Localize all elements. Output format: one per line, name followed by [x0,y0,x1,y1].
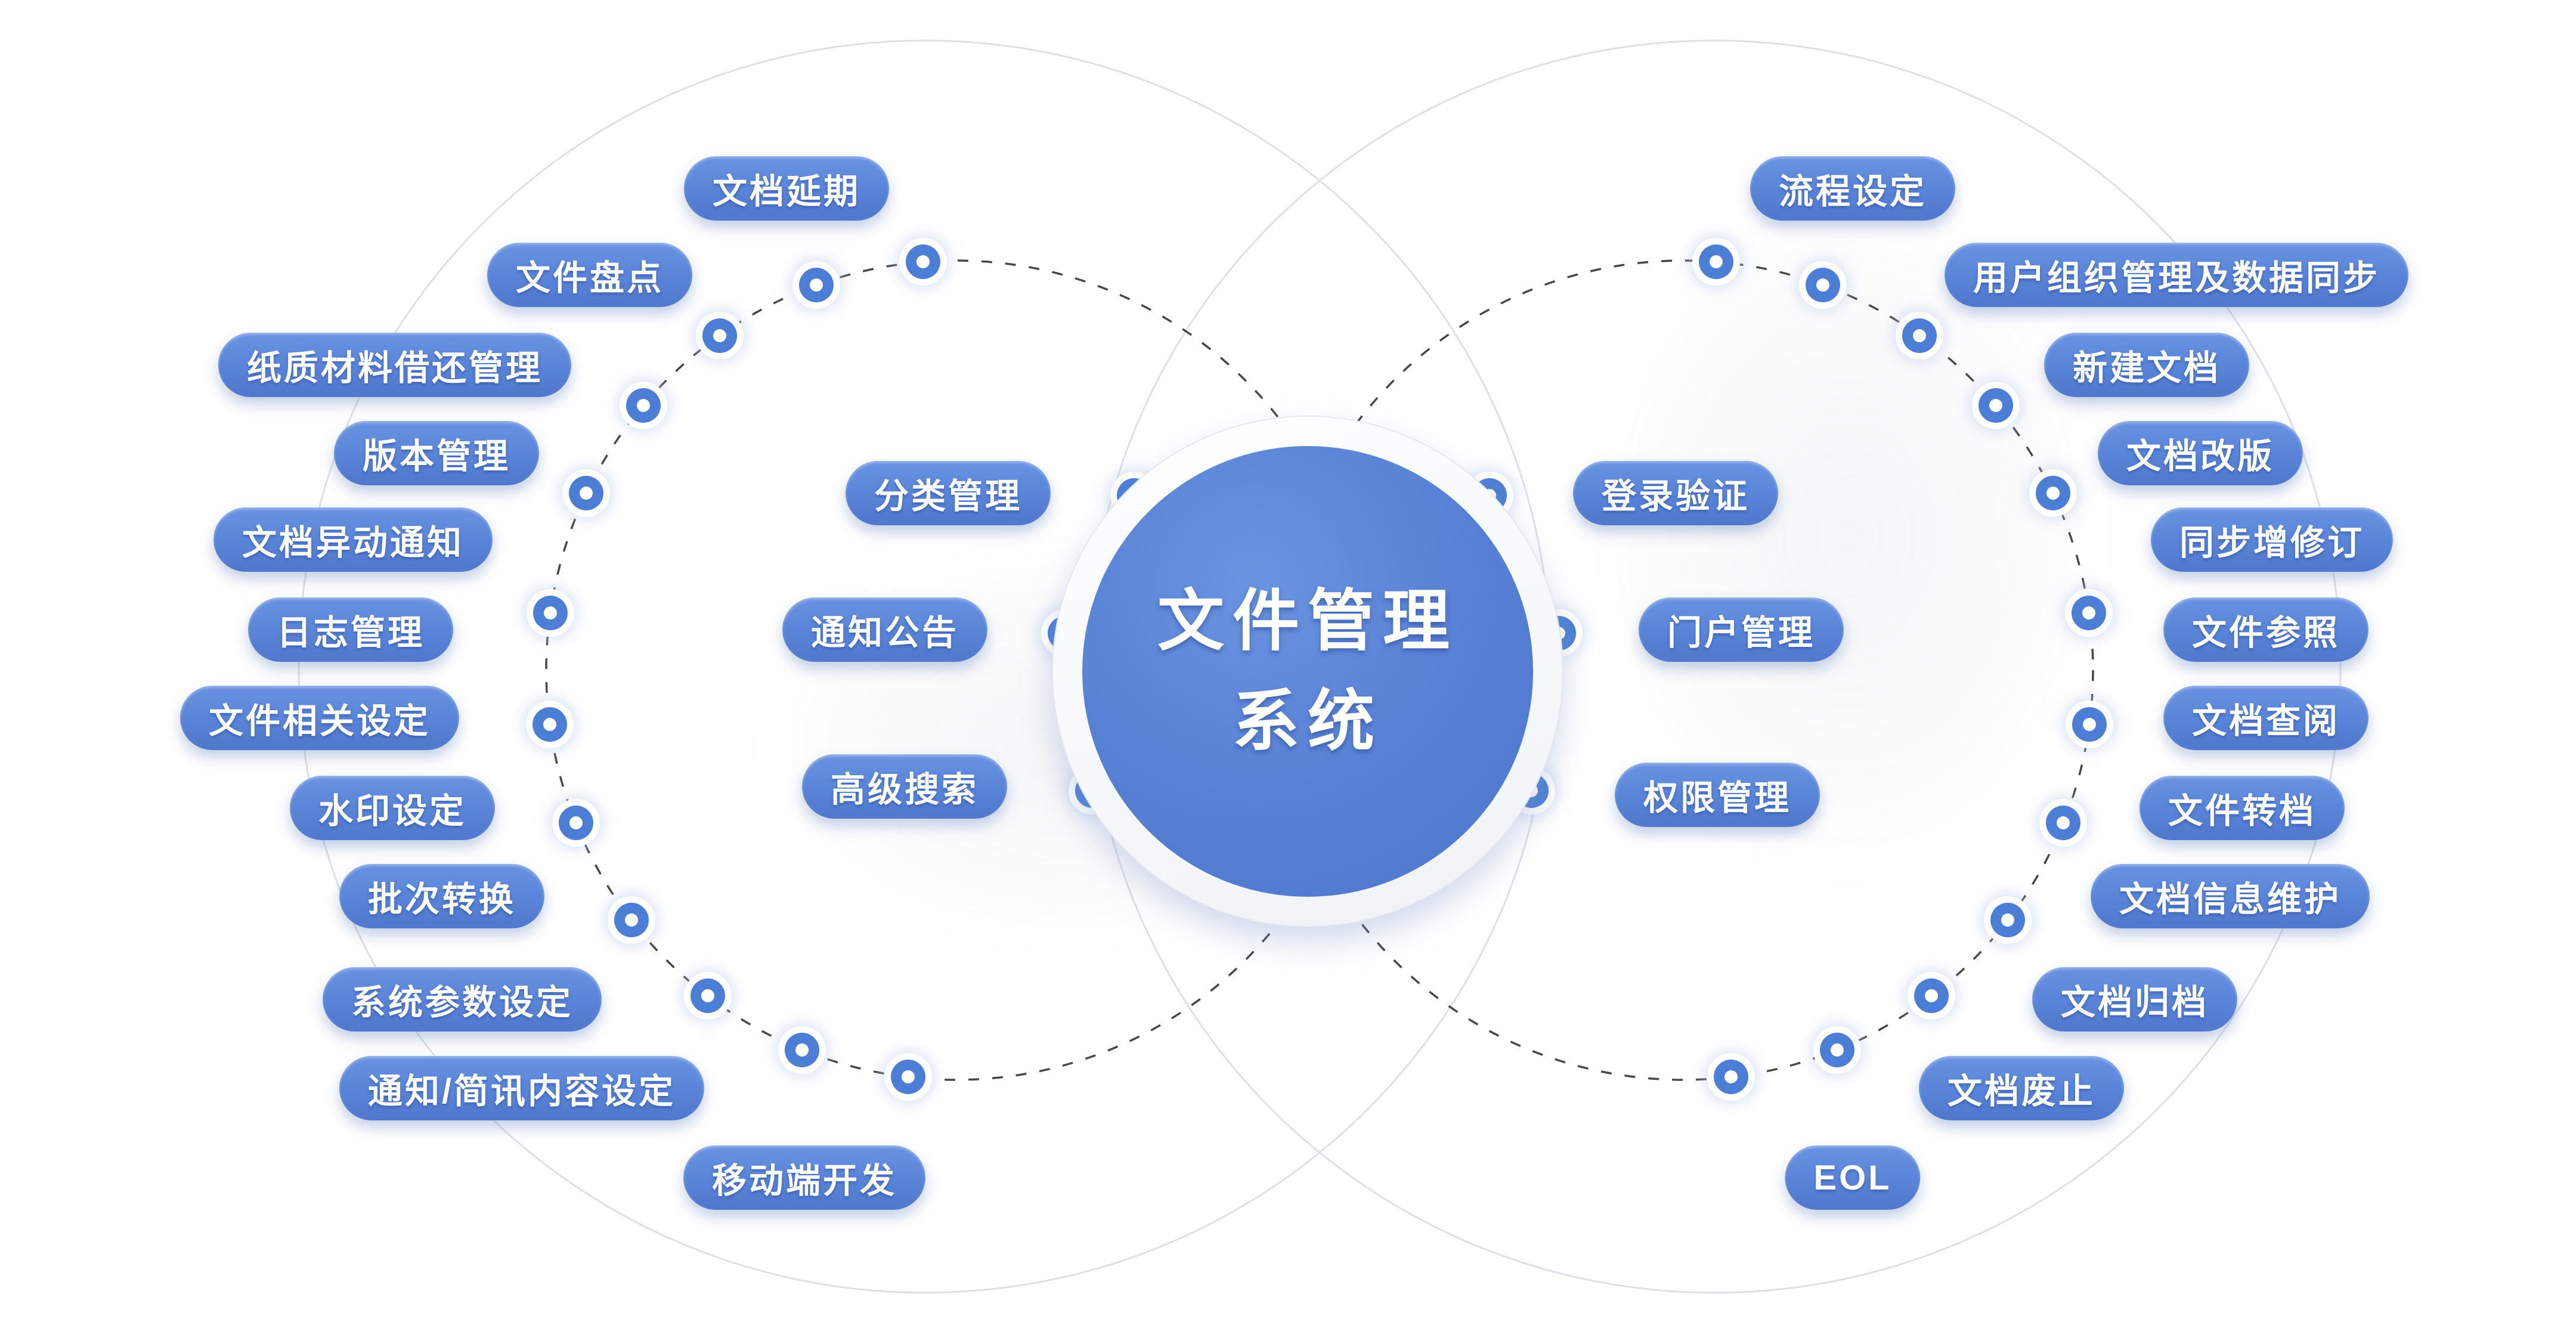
feature-pill: 文件转档 [2139,776,2345,840]
orbit-node-dot [784,1032,819,1067]
feature-pill: 文档查阅 [2163,686,2369,750]
feature-pill: 水印设定 [289,776,496,840]
orbit-node-dot [799,268,834,303]
feature-pill: 门户管理 [1638,597,1844,662]
orbit-node-dot [1805,268,1840,303]
feature-pill: 日志管理 [247,597,454,662]
orbit-node-dot [1978,388,2013,423]
center-hub-circle: 文件管理 系统 [1082,446,1533,897]
orbit-node-dot [2046,806,2081,841]
orbit-node-dot [890,1060,925,1095]
orbit-node-dot [626,388,661,423]
orbit-node-dot [2035,476,2070,511]
orbit-node-dot [532,596,568,631]
feature-pill: 用户组织管理及数据同步 [1944,243,2409,307]
feature-pill: 文件相关设定 [179,686,460,750]
feature-pill: 新建文档 [2044,333,2250,397]
orbit-node-dot [702,318,737,353]
feature-pill: 权限管理 [1614,763,1820,827]
feature-pill: 版本管理 [333,421,540,485]
orbit-node-dot [558,806,593,841]
feature-pill: 纸质材料借还管理 [218,333,572,397]
feature-pill: 文件盘点 [487,243,693,307]
feature-pill: 高级搜索 [801,754,1008,819]
orbit-node-dot [569,476,604,511]
orbit-node-dot [532,707,568,742]
feature-pill: 系统参数设定 [322,967,602,1032]
feature-pill: 同步增修订 [2150,507,2394,572]
feature-pill: 移动端开发 [683,1145,926,1210]
feature-pill: EOL [1785,1145,1921,1210]
center-title-line1: 文件管理 [1157,584,1458,658]
feature-pill: 流程设定 [1750,156,1956,221]
orbit-node-dot [1699,244,1734,280]
orbit-node-dot [690,978,725,1014]
feature-pill: 文件参照 [2163,597,2369,662]
orbit-node-dot [2072,707,2107,742]
feature-pill: 文档改版 [2097,421,2303,485]
feature-pill: 批次转换 [339,864,545,928]
orbit-node-dot [1714,1060,1749,1095]
orbit-node-dot [614,903,649,938]
feature-pill: 登录验证 [1572,461,1779,525]
feature-pill: 通知/简讯内容设定 [339,1056,705,1120]
center-title-line2: 系统 [1233,684,1383,758]
orbit-node-dot [1820,1032,1855,1067]
orbit-node-dot [1902,318,1937,353]
feature-pill: 通知公告 [782,597,988,662]
feature-pill: 文档信息维护 [2090,864,2370,928]
orbit-node-dot [2072,596,2107,631]
orbit-node-dot [905,244,940,280]
feature-pill: 分类管理 [845,461,1051,525]
feature-pill: 文档归档 [2032,967,2238,1032]
orbit-node-dot [1914,978,1949,1014]
orbit-node-dot [1990,903,2026,938]
feature-pill: 文档异动通知 [213,507,493,572]
feature-pill: 文档延期 [683,156,890,221]
dashed-orbit-right [1272,259,2094,1081]
feature-pill: 文档废止 [1918,1056,2125,1120]
